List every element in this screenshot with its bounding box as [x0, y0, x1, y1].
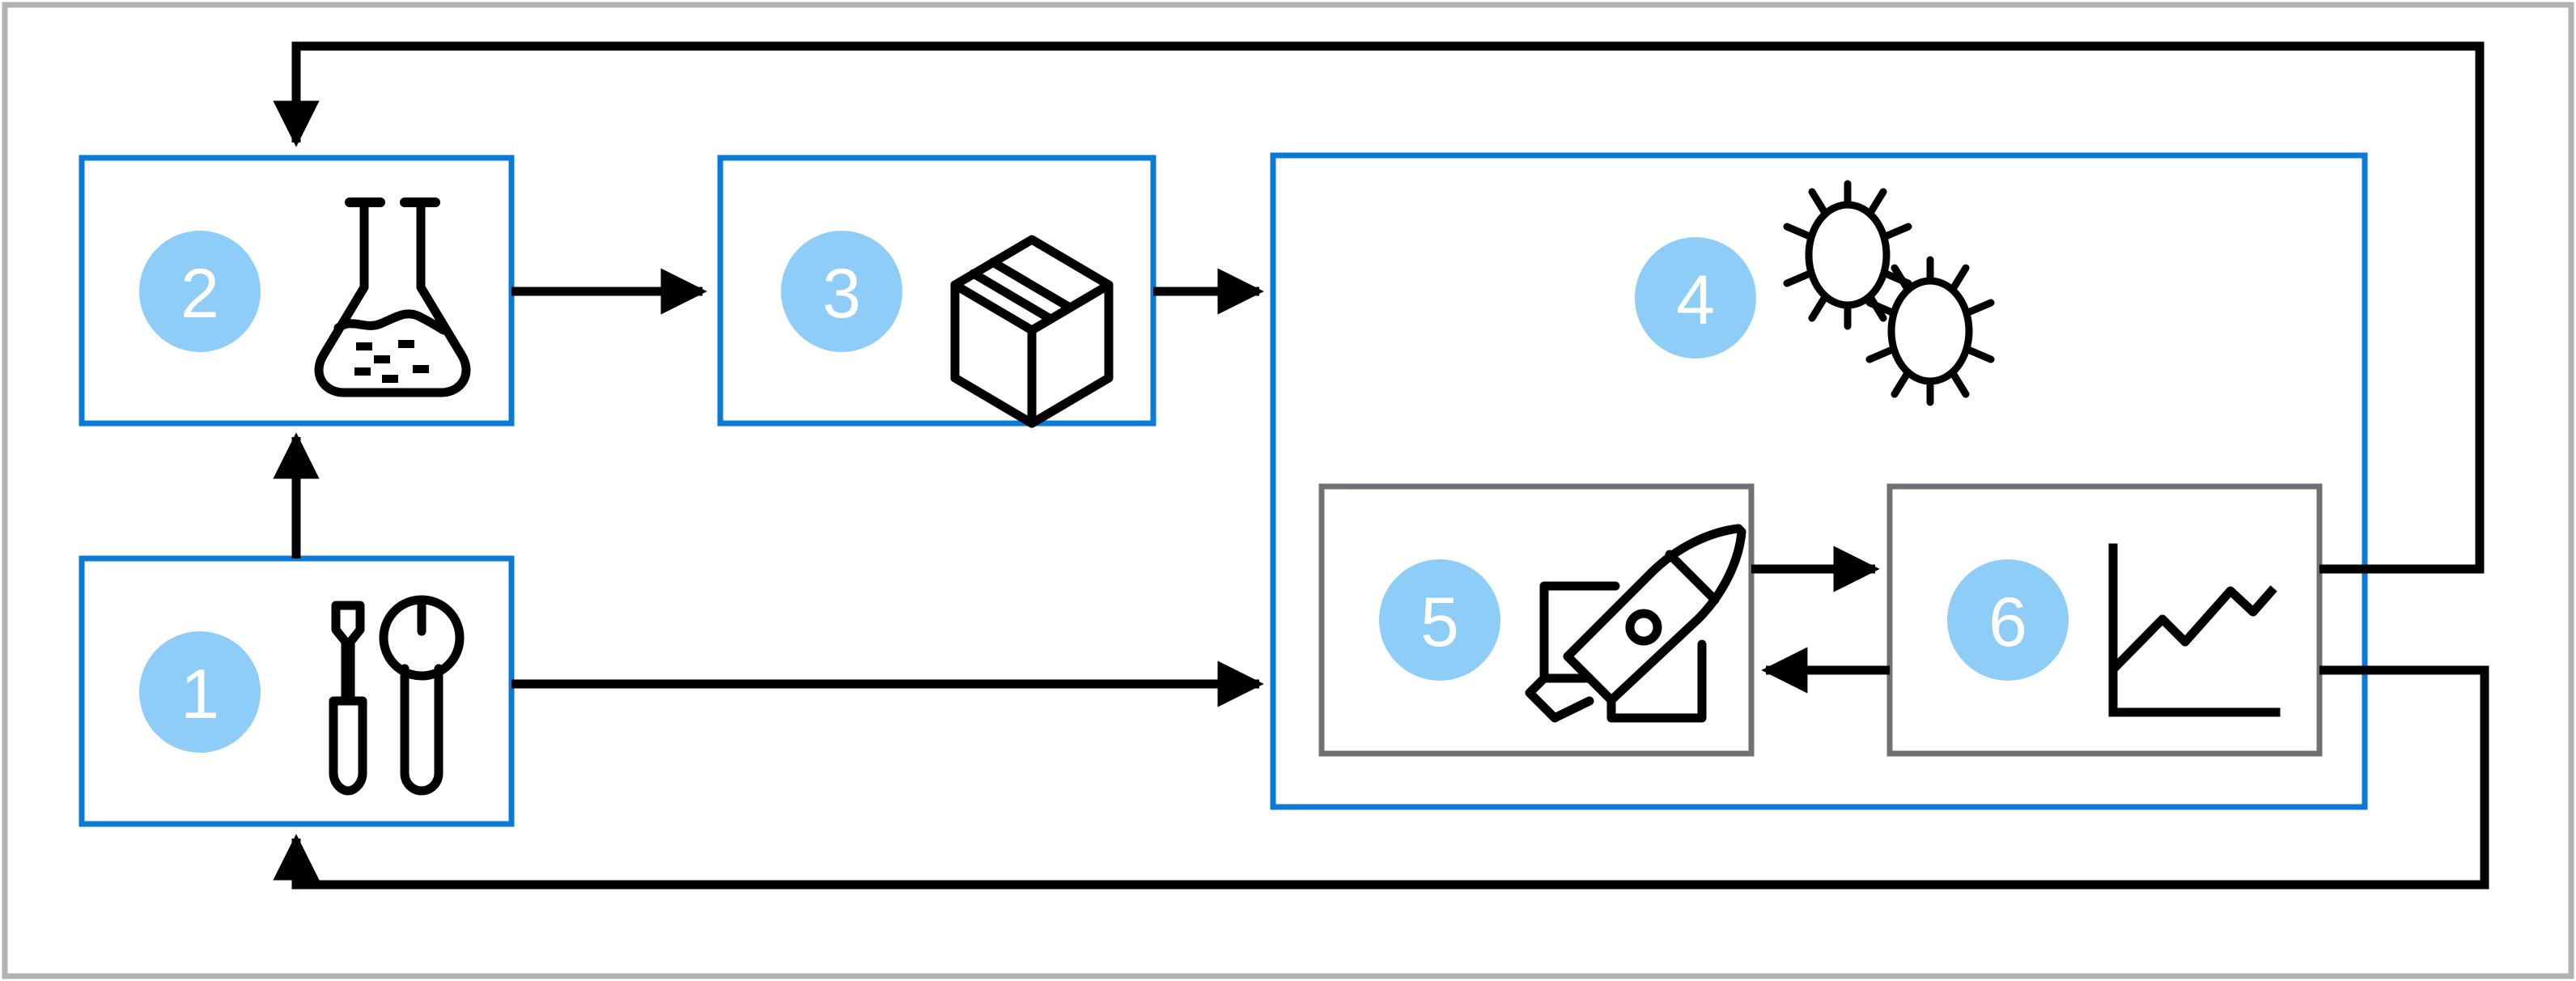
line-chart-icon: [2108, 543, 2281, 717]
badge-1: [139, 631, 261, 753]
badge-6-label: 6: [1988, 584, 2027, 661]
badge-4-label: 4: [1676, 261, 1715, 339]
feedback-connector-bottom-to-box1: [273, 665, 2489, 890]
box-5-rocket[interactable]: 5: [1318, 483, 1755, 757]
badge-4: [1635, 237, 1756, 359]
box-6-chart[interactable]: 6: [1886, 483, 2323, 757]
badge-2: [139, 231, 261, 352]
connectors-layer: [273, 41, 2489, 890]
box-3-package[interactable]: 3: [717, 155, 1156, 428]
badge-6: [1947, 559, 2069, 681]
rocket-icon: [1525, 524, 1746, 723]
badge-5-label: 5: [1420, 584, 1459, 661]
flask-icon: [314, 197, 471, 397]
box-2-flask[interactable]: 2: [79, 155, 515, 427]
badge-5: [1379, 559, 1500, 681]
box-1-tools[interactable]: 1: [79, 555, 515, 827]
microbes-icon: [1783, 180, 1995, 406]
feedback-connector-top-to-box2: [273, 41, 2485, 574]
badge-1-label: 1: [180, 656, 219, 733]
badge-2-label: 2: [180, 255, 219, 333]
badge-3: [781, 231, 902, 352]
badge-3-label: 3: [822, 255, 861, 333]
tools-icon: [329, 595, 465, 796]
package-box-icon: [950, 235, 1114, 428]
